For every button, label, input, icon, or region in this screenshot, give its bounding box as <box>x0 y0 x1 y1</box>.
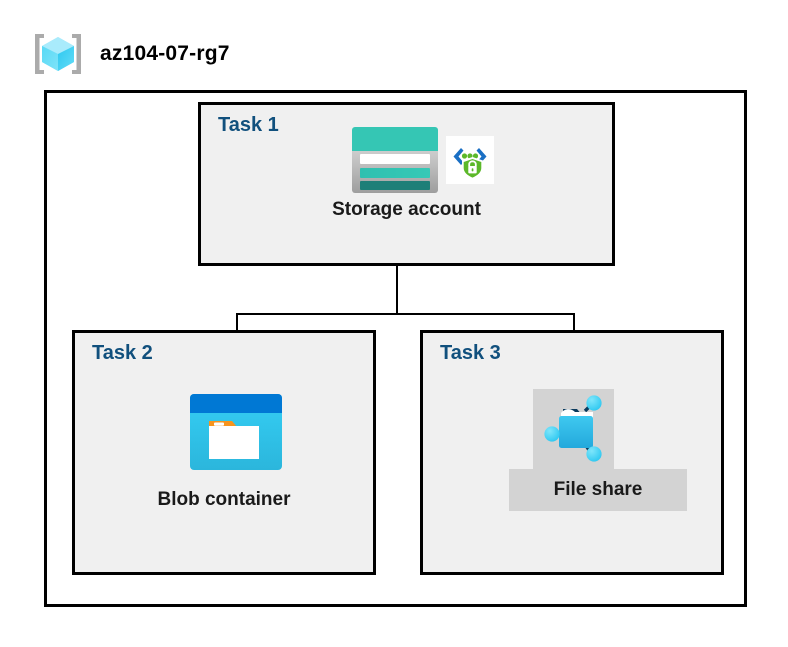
connector-storage-down <box>396 230 398 314</box>
storage-account-caption: Storage account <box>332 199 481 220</box>
task-1-label: Task 1 <box>218 114 279 136</box>
blob-container-icon <box>190 394 282 470</box>
connector-horizontal-bus <box>236 313 575 315</box>
file-share-caption: File share <box>553 479 643 500</box>
secure-endpoint-shield-icon <box>446 136 494 184</box>
resource-group-name: az104-07-rg7 <box>100 42 230 65</box>
file-share-icon <box>533 389 614 470</box>
task-3-box: Task 3 <box>420 330 724 575</box>
file-share-caption-plate <box>509 469 687 511</box>
task-2-label: Task 2 <box>92 342 153 364</box>
resource-group-header: az104-07-rg7 <box>30 28 230 80</box>
storage-account-icon <box>352 127 438 193</box>
task-3-label: Task 3 <box>440 342 501 364</box>
resource-group-cube-icon <box>30 28 86 80</box>
blob-container-caption: Blob container <box>157 489 291 510</box>
